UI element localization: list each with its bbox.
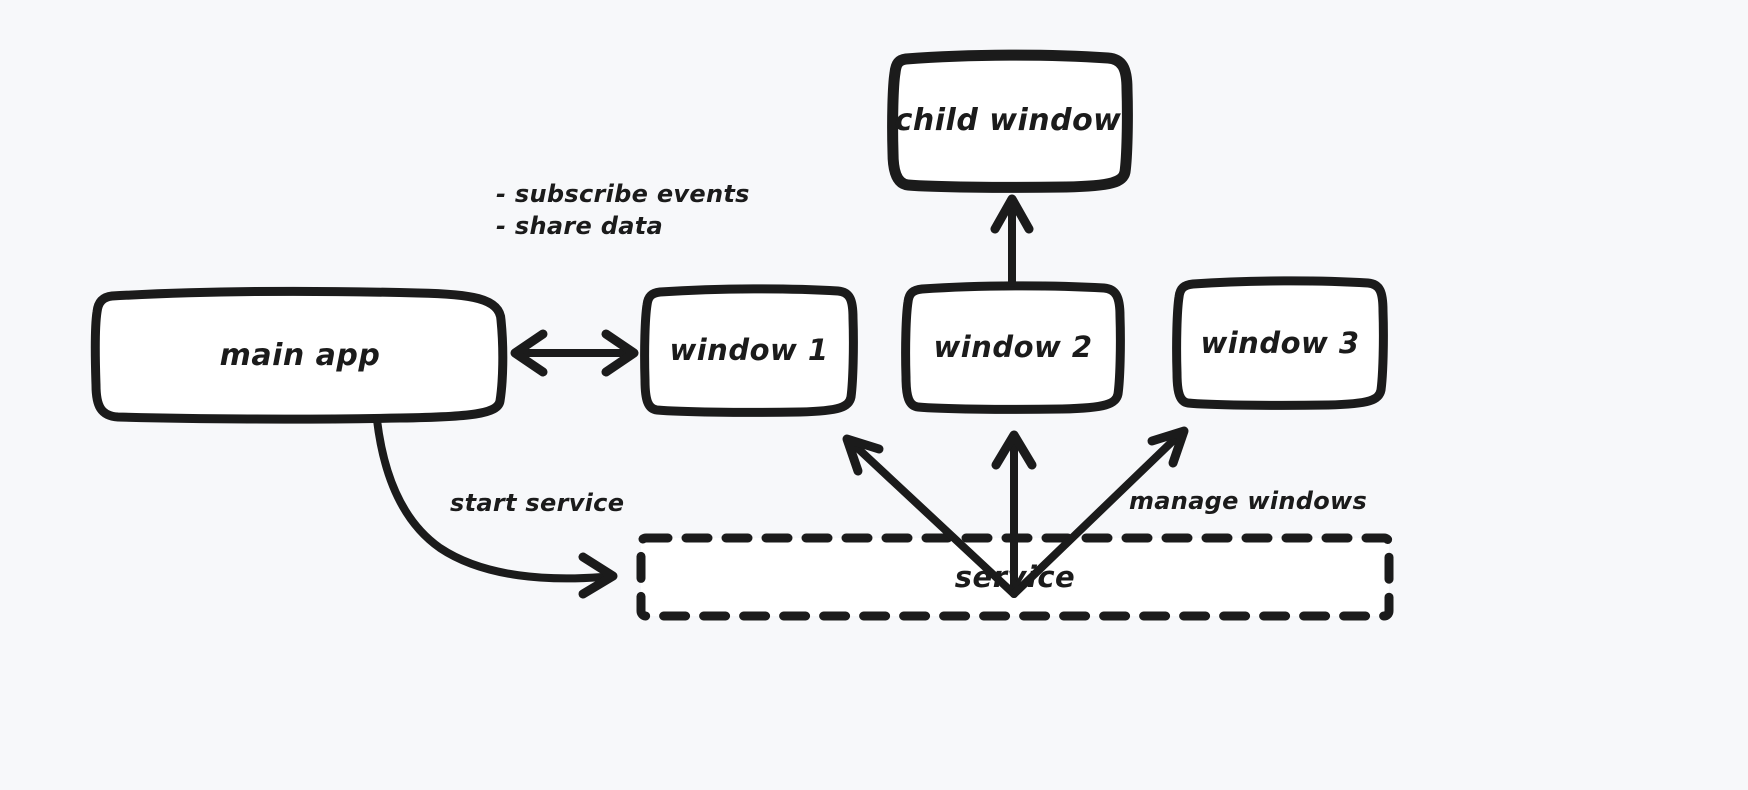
node-child-window[interactable] (887, 49, 1133, 193)
node-window-3[interactable] (1172, 276, 1388, 410)
note-main-app-window-communication: - subscribe events - share data (496, 178, 750, 243)
edge-label-start-service: start service (450, 489, 625, 517)
edge-service-to-window-1 (842, 434, 1018, 598)
edge-service-to-window-2 (991, 430, 1037, 598)
edge-main-app-to-window-1 (510, 329, 639, 377)
node-window-2[interactable] (901, 281, 1125, 414)
edge-label-manage-windows: manage windows (1129, 487, 1368, 515)
note-line-share-data: - share data (496, 212, 663, 241)
node-main-app[interactable] (90, 286, 508, 424)
node-window-1[interactable] (640, 284, 858, 417)
edge-window-2-to-child-window (990, 194, 1034, 287)
note-line-subscribe-events: - subscribe events (496, 180, 750, 208)
edge-main-app-to-service (373, 416, 618, 599)
edge-service-to-window-3 (1010, 426, 1189, 598)
